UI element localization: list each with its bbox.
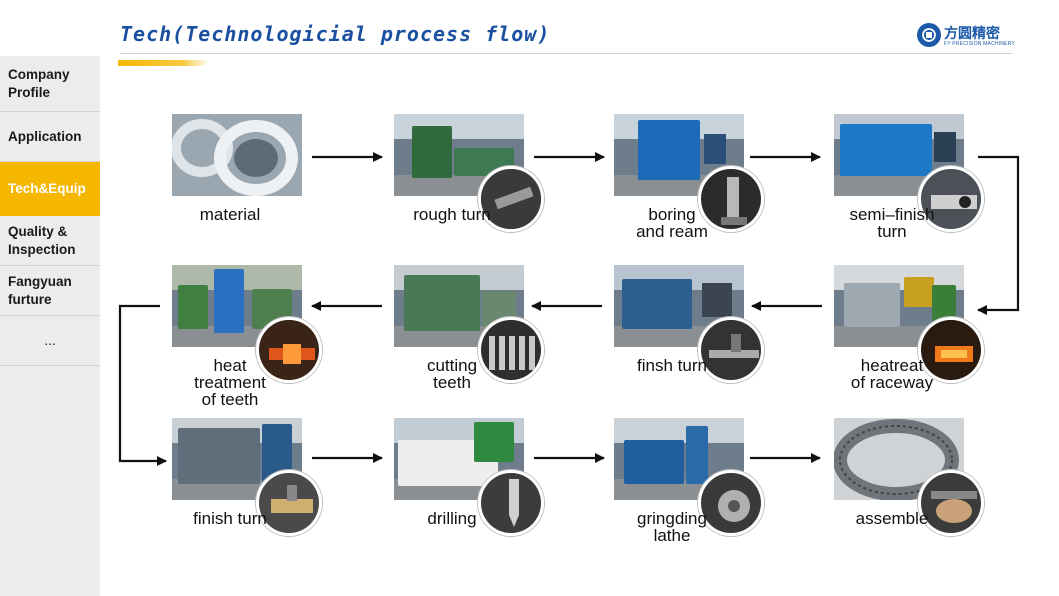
induction-heating-photo xyxy=(834,265,964,347)
step-label-material: material xyxy=(199,205,261,224)
boring-detail-photo xyxy=(698,166,764,232)
lathe-photo xyxy=(834,114,964,196)
sidebar-item-more[interactable]: ... xyxy=(0,316,100,366)
semi-finish-detail-photo xyxy=(918,166,984,232)
sidebar-item-application[interactable]: Application xyxy=(0,112,100,162)
assembly-detail-photo xyxy=(918,470,984,536)
sidebar-item-company-profile[interactable]: Company Profile xyxy=(0,56,100,112)
teeth-hardening-detail-photo xyxy=(256,317,322,383)
gear-teeth-detail-photo xyxy=(478,317,544,383)
header: Tech(Technologicial process flow) 方圆精密 F… xyxy=(0,0,1059,66)
finish-turn-detail-photo xyxy=(256,470,322,536)
step-label-cutting-teeth: cutting teeth xyxy=(426,356,478,392)
step-label-heat-treatment-of-teeth: heat treatment of teeth xyxy=(194,356,266,409)
logo-subtitle: FY PRECISION MACHINERY xyxy=(944,41,1015,47)
page-title: Tech(Technologicial process flow) xyxy=(120,22,551,46)
rough-turn-detail-photo xyxy=(478,166,544,232)
step-label-finsh-turn: finsh turn xyxy=(637,356,707,375)
grinding-detail-photo xyxy=(698,470,764,536)
finsh-turn-detail-photo xyxy=(698,317,764,383)
company-logo: 方圆精密 FY PRECISION MACHINERY xyxy=(917,23,1017,51)
step-label-semi-finish-turn: semi–finish turn xyxy=(849,205,935,241)
step-label-boring-and-ream: boring and ream xyxy=(636,205,708,241)
step-label-assemble: assemble xyxy=(855,509,929,528)
induction-coil-detail-photo xyxy=(918,317,984,383)
header-divider xyxy=(120,53,1012,54)
drill-bit-detail-photo xyxy=(478,470,544,536)
step-label-rough-turn: rough turn xyxy=(413,205,491,224)
logo-text: 方圆精密 xyxy=(944,25,1000,41)
step-label-heatreat-of-raceway: heatreat of raceway xyxy=(850,356,934,392)
title-accent-bar xyxy=(118,60,210,66)
steel-rings-photo xyxy=(172,114,302,196)
step-label-finish-turn: finish turn xyxy=(193,509,267,528)
sidebar-item-tech-equip[interactable]: Tech&Equip xyxy=(0,162,100,216)
sidebar: Company Profile Application Tech&Equip Q… xyxy=(0,56,100,596)
lathe-photo xyxy=(614,265,744,347)
boring-machine-photo xyxy=(614,114,744,196)
sidebar-item-quality-inspection[interactable]: Quality & Inspection xyxy=(0,216,100,266)
step-label-gringding-lathe: gringding lathe xyxy=(637,509,707,545)
step-label-drilling: drilling xyxy=(427,509,477,528)
sidebar-item-fangyuan-furture[interactable]: Fangyuan furture xyxy=(0,266,100,316)
logo-icon xyxy=(917,23,941,47)
arrow-turn-icon xyxy=(977,155,1020,315)
